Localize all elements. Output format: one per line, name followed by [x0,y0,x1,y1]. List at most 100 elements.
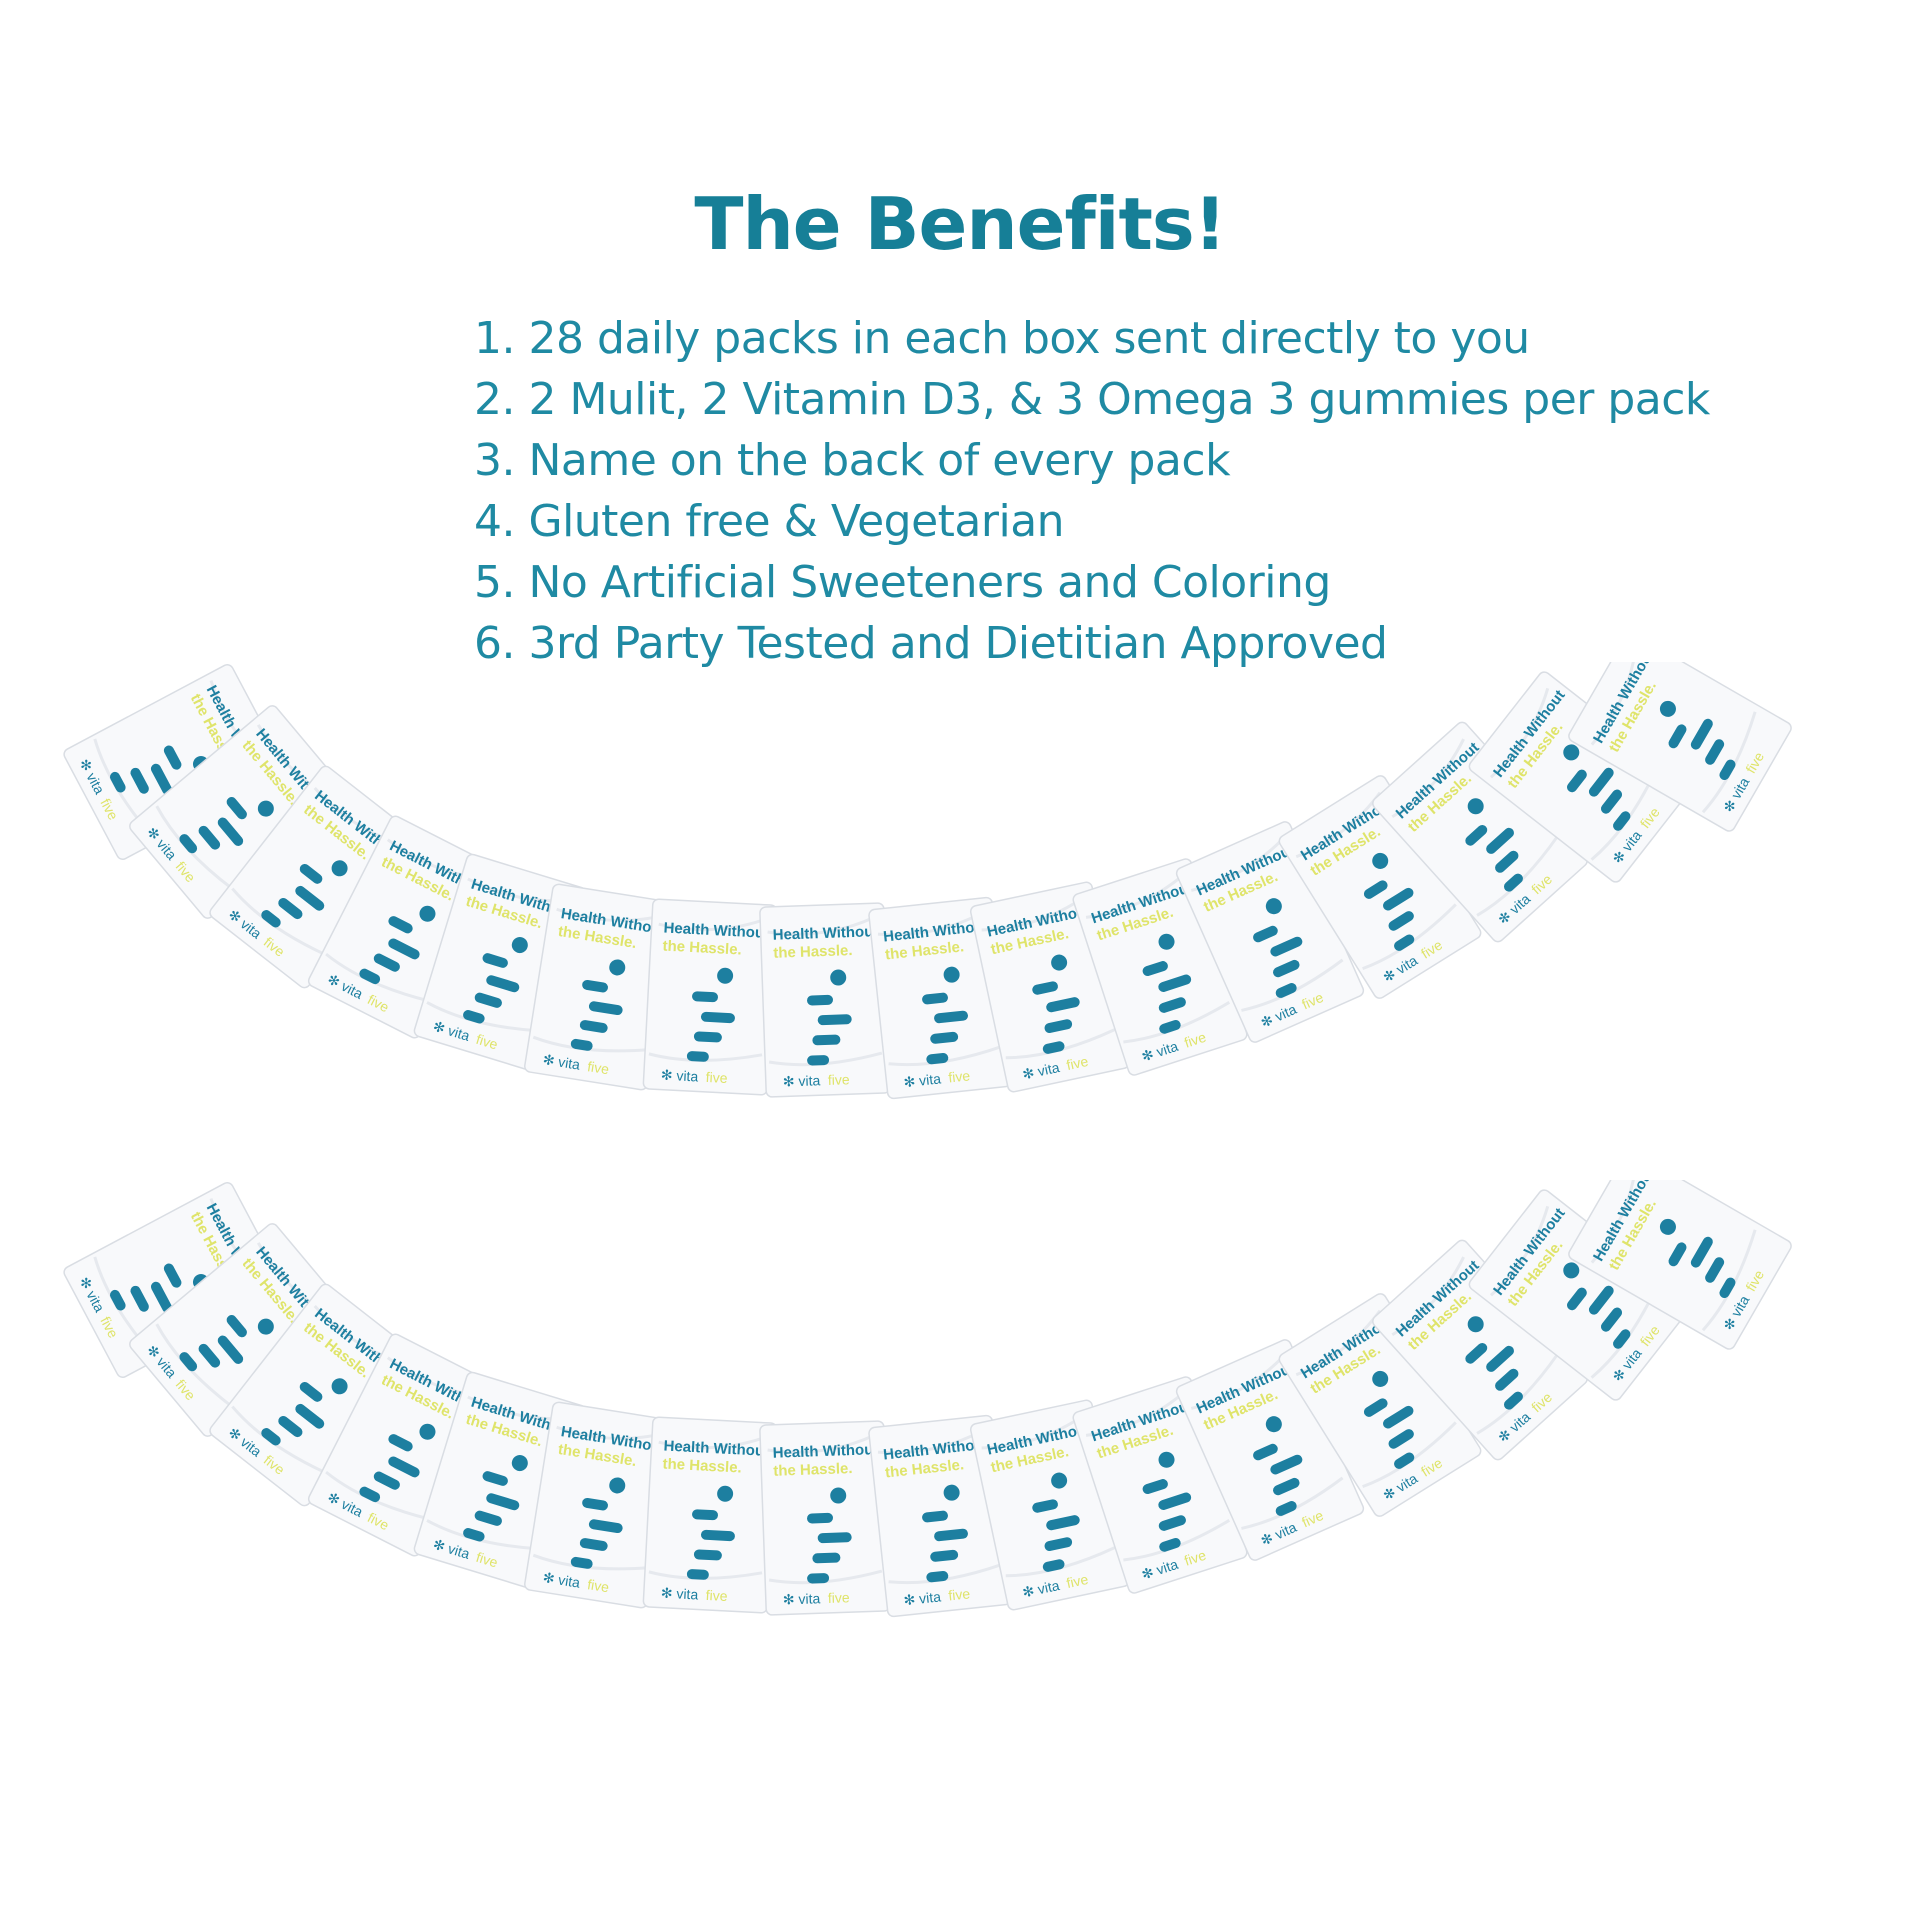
pack-logo-mark [934,1528,968,1542]
pack-logo-mark [1394,934,1415,951]
pack-logo-mark [1042,1041,1065,1054]
pack-logo-mark [700,1529,735,1542]
svg-text:Health Without: Health Without [772,1441,878,1462]
svg-text:five: five [948,1067,972,1085]
svg-text:the Hassle.: the Hassle. [662,1455,742,1476]
svg-text:the Hassle.: the Hassle. [773,942,853,962]
pack-logo-mark [588,1519,623,1534]
pack-logo-mark [1253,1443,1278,1461]
pack-logo-mark [807,1573,830,1584]
pack-logo-mark [1690,1236,1713,1268]
pack-logo-mark [226,797,247,820]
svg-text:five: five [948,1585,972,1603]
pack-logo-mark [934,1010,968,1024]
pack-logo-mark [1275,1501,1297,1516]
svg-text:five: five [1065,1053,1090,1073]
pack-logo-mark [1253,925,1278,943]
pack-logo-mark [1495,850,1519,873]
pack-logo-mark [486,975,520,993]
pack-logo-mark [373,953,400,972]
svg-text:Health Without: Health Without [663,919,769,942]
pack-logo-mark [812,1552,841,1564]
benefits-list: 1. 28 daily packs in each box sent direc… [474,308,1710,674]
pack-logo-mark [388,1456,420,1478]
svg-text:the Hassle.: the Hassle. [662,937,742,958]
benefit-item: 3. Name on the back of every pack [474,435,1231,486]
pack-logo-mark [1042,1559,1065,1572]
svg-text:✻ vita: ✻ vita [1021,1059,1061,1082]
pack-logo-mark [226,1315,247,1338]
pack-logo-mark [1504,1391,1523,1410]
pack-logo-mark [163,1263,182,1288]
pack-logo-mark [807,1055,830,1066]
svg-text:five: five [586,1576,610,1595]
pack-logo-mark [109,1289,126,1311]
pack-logo-mark [1273,1477,1300,1496]
pack-logo-mark [1588,767,1614,797]
pack-logo-mark [1394,1452,1415,1469]
pack-logo-mark [1705,1257,1725,1283]
pack-logo-mark [1044,1537,1073,1551]
pack-logo-mark [482,1471,508,1486]
svg-text:five: five [474,1031,500,1053]
pack-logo-mark [930,1031,959,1044]
pack-logo-mark [1046,1515,1080,1531]
pack-logo-mark [930,1549,959,1562]
svg-text:five: five [705,1069,728,1086]
pack-logo-mark [463,1009,485,1024]
pack-logo-mark [570,1038,593,1051]
pack-logo-mark [1504,873,1523,892]
pack-logo-mark [130,1285,149,1312]
pack-logo-mark [812,1034,841,1046]
pack-logo-mark [1383,887,1414,911]
pack-logo-mark [693,1549,722,1561]
pack-logo-mark [686,1051,709,1062]
pack-logo-mark [463,1527,485,1542]
pack-logo-mark [579,1538,608,1551]
svg-text:five: five [586,1058,610,1077]
pack-logo-mark [1388,1429,1414,1449]
pack-logo-mark [1495,1368,1519,1391]
pack-logo-mark [1465,824,1488,846]
pack-logo-mark [1032,1499,1058,1513]
benefits-heading: The Benefits! [694,182,1226,266]
pack-logo-mark [388,916,413,934]
pack-logo-mark [278,1415,303,1438]
pack-logo-mark [217,1335,244,1364]
svg-text:five: five [828,1071,851,1088]
pack-logo-mark [1044,1019,1073,1033]
pack-logo-mark [570,1556,593,1569]
svg-text:✻ vita: ✻ vita [542,1051,582,1073]
pack-logo-mark [1046,997,1080,1013]
pack-logo-mark [1486,827,1514,854]
pack-logo-mark [1668,724,1687,749]
pack-logo-mark [150,1281,173,1313]
pack-logo-mark [179,834,198,854]
benefit-item: 2. 2 Mulit, 2 Vitamin D3, & 3 Omega 3 gu… [474,374,1710,425]
pack-logo-mark [130,767,149,794]
pack-logo-mark [359,968,381,985]
svg-text:five: five [1182,1547,1208,1569]
svg-text:✻ vita: ✻ vita [660,1067,698,1085]
pack-logo-mark [1613,1329,1631,1349]
pack-logo-mark [179,1352,198,1372]
pack-logo-mark [686,1569,709,1580]
pack-logo-mark [692,1509,718,1521]
pack-logo-mark [1600,1307,1623,1332]
svg-text:✻ vita: ✻ vita [903,1070,942,1090]
pack-logo-mark [582,979,608,993]
